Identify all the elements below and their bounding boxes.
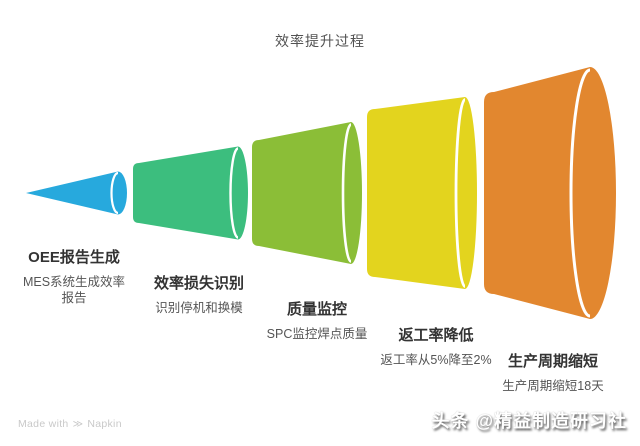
stage-label-2: 效率损失识别 识别停机和换模 (142, 275, 256, 316)
funnel-segment-2-body (133, 146, 248, 240)
funnel-segment-1-rim (110, 171, 119, 215)
stage-description: 生产周期缩短18天 (502, 379, 604, 393)
stage-title: 生产周期缩短 (507, 353, 598, 370)
funnel-segment-1 (26, 171, 127, 215)
funnel-segment-2-rim (229, 147, 239, 239)
stage-label-1: OEE报告生成 MES系统生成效率报告 (22, 249, 126, 307)
stage-description: SPC监控焊点质量 (266, 327, 368, 341)
funnel-segment-5 (484, 67, 616, 319)
stage-label-3: 质量监控 SPC监控焊点质量 (258, 301, 376, 342)
funnel-segment-2 (133, 146, 248, 240)
funnel-segment-3-rim (341, 123, 352, 263)
stage-description: MES系统生成效率报告 (22, 275, 126, 306)
toutiao-watermark: 头条 @精益制造研习社 (431, 411, 627, 431)
stage-title: OEE报告生成 (28, 249, 120, 266)
napkin-watermark: Made with ≫ Napkin (18, 418, 122, 430)
napkin-made-with-text: Made with (18, 418, 69, 430)
stage-description: 返工率从5%降至2% (380, 353, 492, 367)
funnel-segment-5-body (484, 67, 616, 319)
funnel-segment-4-body (367, 97, 477, 289)
funnel-segment-4-rim (454, 98, 466, 288)
page-title: 效率提升过程 (275, 33, 365, 49)
napkin-logo-icon: ≫ (72, 418, 84, 430)
stage-label-4: 返工率降低 返工率从5%降至2% (380, 327, 492, 368)
funnel-segment-3 (252, 122, 362, 264)
stage-title: 质量监控 (286, 301, 347, 318)
stage-title: 效率损失识别 (153, 275, 244, 292)
napkin-brand-text: Napkin (87, 418, 122, 430)
funnel-segment-4 (367, 97, 477, 289)
stage-description: 识别停机和换模 (155, 301, 243, 315)
stage-title: 返工率降低 (398, 327, 474, 344)
stage-label-5: 生产周期缩短 生产周期缩短18天 (498, 353, 608, 394)
funnel-segment-5-rim (569, 68, 591, 318)
funnel-segment-3-body (252, 122, 362, 264)
funnel-segment-1-body (26, 171, 127, 215)
